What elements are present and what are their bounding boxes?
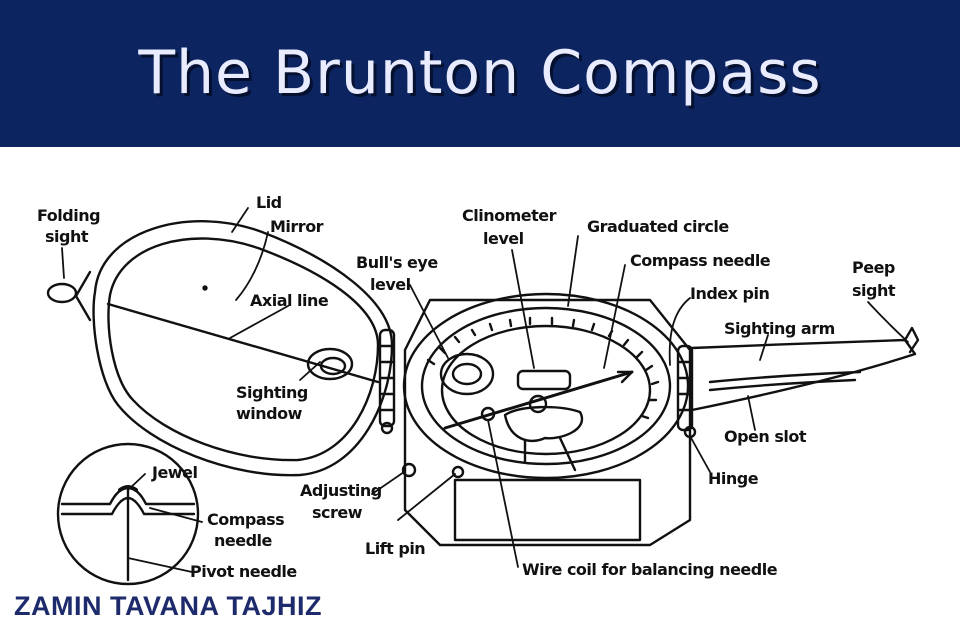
label-index-pin: Index pin [690, 284, 769, 303]
left-hinge-drawing [378, 328, 396, 435]
label-graduated-circle: Graduated circle [587, 217, 729, 236]
label-clinometer-2: level [483, 229, 524, 248]
label-peep-sight-1: Peep [852, 258, 895, 277]
label-adjusting-screw-2: screw [312, 503, 363, 522]
title-banner: The Brunton Compass [0, 0, 960, 147]
label-hinge: Hinge [708, 469, 759, 488]
label-open-slot: Open slot [724, 427, 807, 446]
label-inset-compass-2: needle [214, 531, 273, 550]
label-jewel: Jewel [151, 463, 197, 482]
brunton-compass-diagram: Folding sight Lid Mirror Axial line Sigh… [0, 147, 960, 627]
label-wire-coil: Wire coil for balancing needle [522, 560, 778, 579]
label-bulls-eye-2: level [370, 275, 411, 294]
compass-body-drawing [401, 292, 692, 547]
sighting-arm-drawing [676, 326, 920, 439]
label-inset-compass-1: Compass [207, 510, 284, 529]
label-pivot-needle: Pivot needle [190, 562, 297, 581]
leader-lines [61, 207, 909, 573]
label-sighting-arm: Sighting arm [724, 319, 835, 338]
label-compass-needle: Compass needle [630, 251, 771, 270]
page-title: The Brunton Compass [138, 38, 822, 108]
lid-drawing [46, 220, 394, 477]
jewel-pivot-inset [56, 442, 200, 586]
brand-footer: ZAMIN TAVANA TAJHIZ [14, 591, 322, 621]
label-peep-sight-2: sight [852, 281, 896, 300]
label-adjusting-screw-1: Adjusting [300, 481, 382, 500]
label-folding-sight-1: Folding [37, 206, 100, 225]
label-bulls-eye-1: Bull's eye [356, 253, 438, 272]
label-mirror: Mirror [270, 217, 324, 236]
label-sighting-window-2: window [236, 404, 303, 423]
label-clinometer-1: Clinometer [462, 206, 557, 225]
label-sighting-window-1: Sighting [236, 383, 308, 402]
label-lift-pin: Lift pin [365, 539, 425, 558]
label-lid: Lid [256, 193, 282, 212]
label-axial-line: Axial line [250, 291, 329, 310]
label-folding-sight-2: sight [45, 227, 89, 246]
